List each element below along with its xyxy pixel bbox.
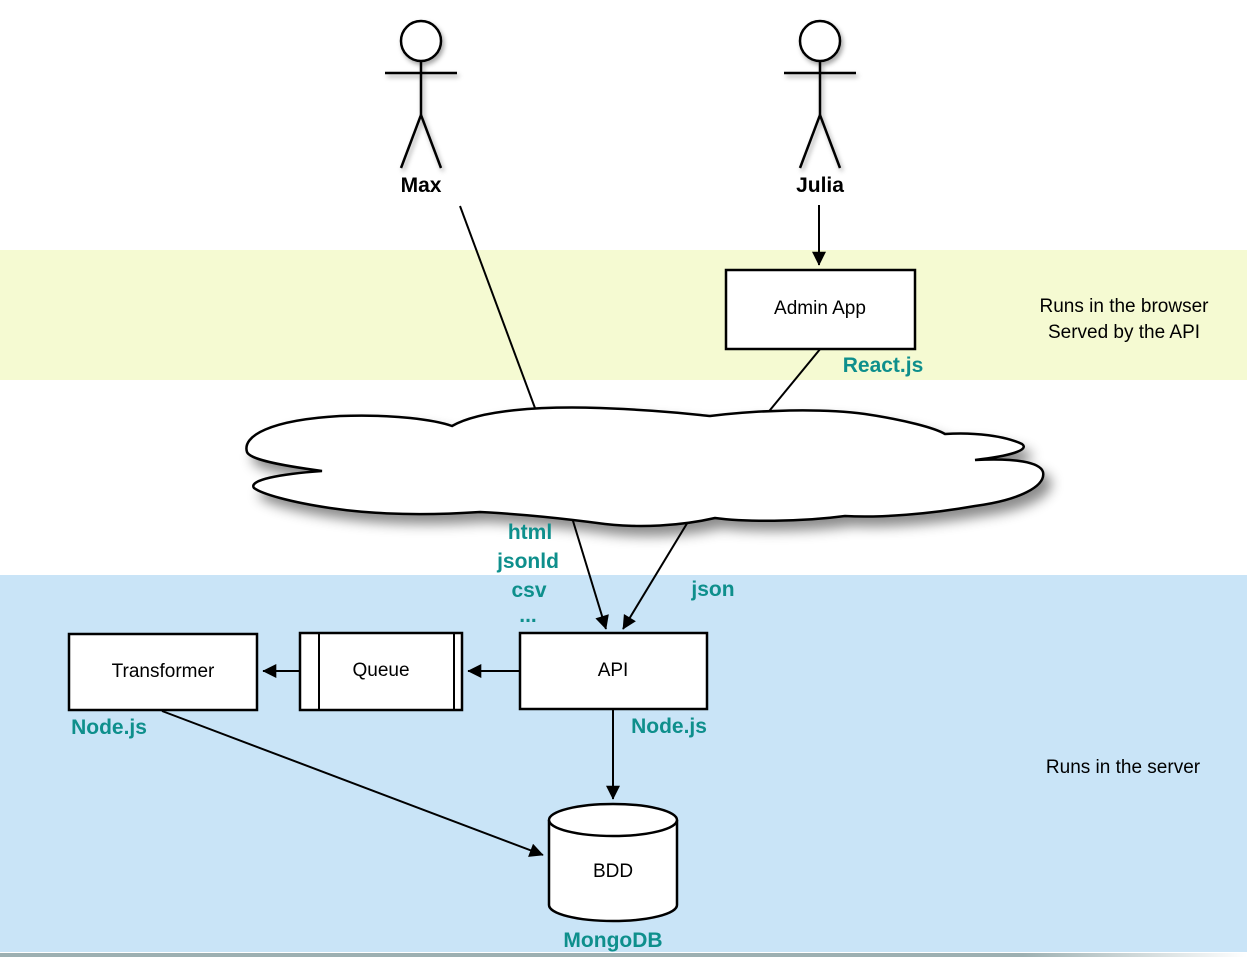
actor-max-leg-right	[419, 114, 443, 169]
line-max-to-cloud	[459, 205, 546, 436]
bottom-edge-stripe	[0, 953, 1247, 957]
arrow-transformer-to-bdd	[161, 710, 544, 857]
queue-label: Queue	[352, 660, 410, 681]
edge-label-html: html	[507, 521, 553, 544]
actor-julia-label: Julia	[796, 174, 844, 197]
actor-max-figure	[385, 19, 457, 169]
bdd-label: BDD	[592, 861, 634, 882]
tech-label-node-api: Node.js	[631, 715, 707, 738]
server-zone-note: Runs in the server	[1045, 757, 1201, 778]
edge-label-jsonld: jsonld	[497, 550, 559, 573]
browser-zone-band	[0, 250, 1247, 380]
api-label: API	[597, 660, 629, 681]
bdd-cylinder-top	[547, 802, 679, 838]
actor-julia-head	[798, 19, 842, 63]
admin-app-box	[724, 268, 917, 351]
tech-label-node-transformer: Node.js	[71, 716, 147, 739]
transformer-box	[67, 632, 259, 712]
actor-julia-figure	[784, 19, 856, 169]
browser-zone-note: Runs in the browser Served by the API	[1040, 294, 1209, 346]
admin-app-label: Admin App	[774, 298, 866, 319]
edge-label-csv: csv	[511, 579, 547, 602]
browser-zone-note-line2: Served by the API	[1047, 322, 1201, 343]
actor-max-head	[399, 19, 443, 63]
edge-label-ellipsis: ...	[519, 604, 537, 627]
actor-max-label: Max	[400, 174, 442, 197]
edge-label-json: json	[691, 578, 735, 601]
transformer-label: Transformer	[111, 661, 215, 682]
bdd-cylinder	[547, 802, 679, 923]
tech-label-mongodb: MongoDB	[563, 929, 663, 952]
actor-julia-leg-left	[798, 114, 822, 169]
api-box	[518, 631, 709, 711]
browser-zone-note-line1: Runs in the browser	[1039, 296, 1209, 317]
actor-julia-leg-right	[818, 114, 842, 169]
cloud-shape	[245, 406, 1045, 528]
actor-max-leg-left	[399, 114, 423, 169]
tech-label-react: React.js	[842, 354, 924, 377]
